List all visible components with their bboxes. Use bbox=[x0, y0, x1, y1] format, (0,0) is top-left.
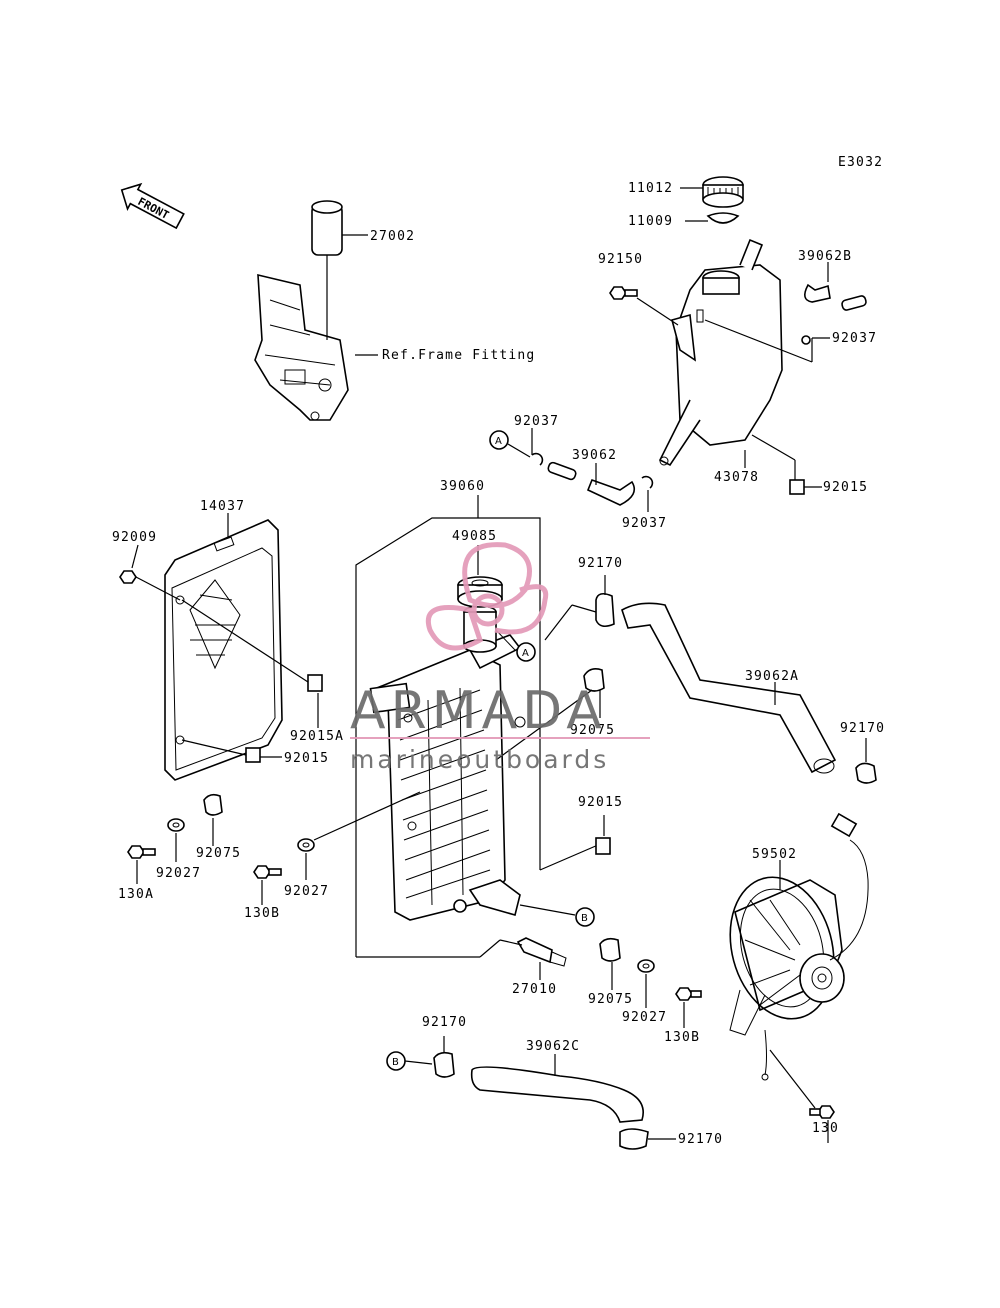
part-label-92009: 92009 bbox=[112, 530, 157, 545]
circle-ref-b-hose: B bbox=[392, 1057, 399, 1068]
part-label-92075-left: 92075 bbox=[196, 846, 241, 861]
circle-ref-a-radiator: A bbox=[522, 648, 529, 659]
part-label-130B-left: 130B bbox=[244, 906, 280, 921]
part-label-49085: 49085 bbox=[452, 529, 497, 544]
part-label-27002: 27002 bbox=[370, 229, 415, 244]
part-label-130A: 130A bbox=[118, 887, 154, 902]
part-label-39062B: 39062B bbox=[798, 249, 852, 264]
part-label-11009: 11009 bbox=[628, 214, 673, 229]
part-label-92170-bottom: 92170 bbox=[678, 1132, 723, 1147]
circle-ref-a-top: A bbox=[495, 436, 502, 447]
part-label-27010: 27010 bbox=[512, 982, 557, 997]
bolt-92150 bbox=[609, 286, 638, 300]
diagram-code: E3032 bbox=[838, 155, 883, 170]
part-label-11012: 11012 bbox=[628, 181, 673, 196]
hose-39062: A bbox=[489, 428, 654, 512]
part-label-130B-right: 130B bbox=[664, 1030, 700, 1045]
radiator-mount-hardware: B bbox=[127, 668, 702, 1028]
part-label-92037-b: 92037 bbox=[622, 516, 667, 531]
part-label-92037-tank: 92037 bbox=[832, 331, 877, 346]
part-label-39060: 39060 bbox=[440, 479, 485, 494]
part-label-92075-mid: 92075 bbox=[570, 723, 615, 738]
part-label-92015-left: 92015 bbox=[284, 751, 329, 766]
part-label-92027-left: 92027 bbox=[156, 866, 201, 881]
part-label-92170-top: 92170 bbox=[578, 556, 623, 571]
part-label-92170-low: 92170 bbox=[422, 1015, 467, 1030]
part-label-92027-mid: 92027 bbox=[284, 884, 329, 899]
radiator-screen bbox=[119, 513, 323, 781]
part-label-92150: 92150 bbox=[598, 252, 643, 267]
reservoir-tank bbox=[609, 176, 867, 495]
ref-note: Ref.Frame Fitting bbox=[382, 348, 535, 363]
part-label-92037-a: 92037 bbox=[514, 414, 559, 429]
part-label-92170-right: 92170 bbox=[840, 721, 885, 736]
part-label-39062: 39062 bbox=[572, 448, 617, 463]
temperature-sensor-27010 bbox=[516, 937, 567, 967]
part-label-59502: 59502 bbox=[752, 847, 797, 862]
circle-ref-b-radiator: B bbox=[581, 913, 588, 924]
part-label-92015-tank: 92015 bbox=[823, 480, 868, 495]
hose-39062C: B bbox=[386, 1036, 676, 1150]
part-label-92015-mid: 92015 bbox=[578, 795, 623, 810]
part-label-39062A: 39062A bbox=[745, 669, 799, 684]
part-label-43078: 43078 bbox=[714, 470, 759, 485]
armada-logo-icon bbox=[426, 542, 549, 651]
frame-bracket bbox=[254, 200, 378, 421]
part-label-14037: 14037 bbox=[200, 499, 245, 514]
part-label-92015A: 92015A bbox=[290, 729, 344, 744]
hose-39062A bbox=[544, 575, 877, 784]
part-label-39062C: 39062C bbox=[526, 1039, 580, 1054]
part-label-130: 130 bbox=[812, 1121, 839, 1136]
part-label-92075-low: 92075 bbox=[588, 992, 633, 1007]
watermark-brand: ARMADA bbox=[350, 681, 607, 741]
front-arrow-icon: FRONT bbox=[120, 182, 185, 230]
watermark-tagline: marineoutboards bbox=[350, 745, 609, 774]
cooling-fan bbox=[729, 812, 869, 1143]
part-label-92027-low: 92027 bbox=[622, 1010, 667, 1025]
watermark: ARMADA marineoutboards bbox=[350, 542, 650, 774]
